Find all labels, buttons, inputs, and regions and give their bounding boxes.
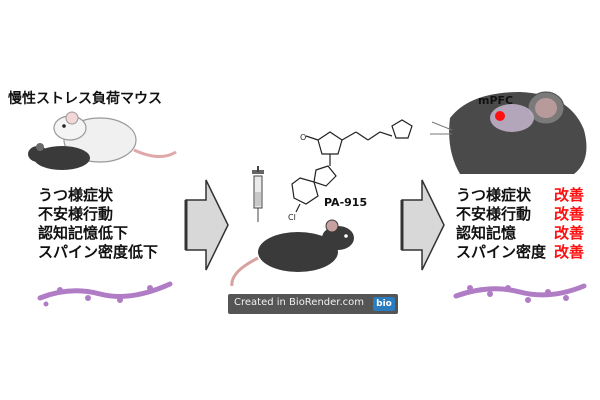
- treated-mouse-illustration: [230, 219, 354, 287]
- outcome-item: スパイン密度: [456, 243, 547, 261]
- svg-text:O: O: [300, 133, 306, 142]
- syringe-icon: [252, 166, 264, 222]
- credit-text: Created in BioRender.com: [234, 297, 365, 308]
- compound-name: PA-915: [324, 196, 368, 209]
- biorender-credit-bar: Created in BioRender.com bio: [228, 294, 398, 314]
- chlorine-label: Cl: [288, 213, 296, 222]
- outcome-item: うつ様症状: [456, 186, 532, 204]
- symptom-item: スパイン密度低下: [38, 243, 159, 261]
- left-dendrite-spine: [37, 281, 173, 307]
- improvement-badge: 改善: [554, 224, 585, 242]
- stressed-mouse-title: 慢性ストレス負荷マウス: [8, 91, 162, 107]
- symptom-item: 認知記憶低下: [38, 224, 129, 242]
- improvement-badge: 改善: [554, 243, 585, 261]
- biorender-logo: bio: [373, 297, 395, 311]
- symptom-item: 不安様行動: [38, 205, 114, 223]
- outcome-item: 不安様行動: [456, 205, 532, 223]
- right-outcome-list: うつ様症状 不安様行動 認知記憶 スパイン密度: [456, 186, 546, 262]
- left-symptom-list: うつ様症状 不安様行動 認知記憶低下 スパイン密度低下: [38, 186, 158, 262]
- arrow-middle-to-right: [400, 179, 445, 271]
- pa915-structure: O: [291, 119, 413, 213]
- improvement-badge: 改善: [554, 205, 585, 223]
- stressed-mice-illustration: [28, 111, 177, 170]
- mpfc-label: mPFC: [478, 94, 514, 107]
- symptom-item: うつ様症状: [38, 186, 114, 204]
- right-dendrite-spine: [453, 283, 587, 303]
- improvement-badge: 改善: [554, 186, 585, 204]
- arrow-left-to-middle: [184, 179, 229, 271]
- outcome-item: 認知記憶: [456, 224, 517, 242]
- mouse-head-mpfc-illustration: [430, 91, 587, 174]
